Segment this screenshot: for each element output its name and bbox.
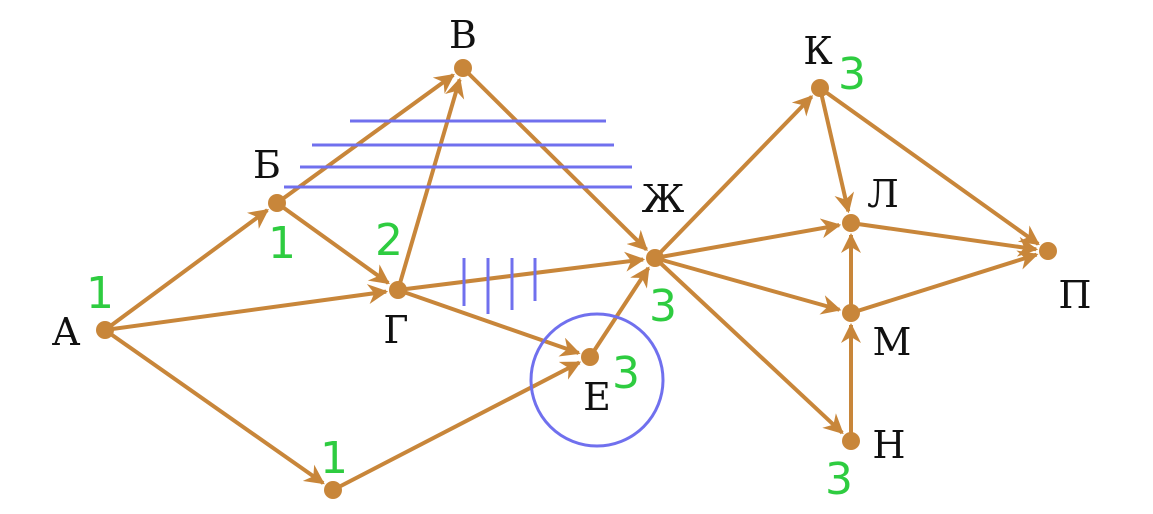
edges-layer xyxy=(103,66,1040,492)
path-count-g: 2 xyxy=(375,215,403,266)
edge-b-v xyxy=(275,73,455,205)
path-count-b: 1 xyxy=(268,218,296,269)
path-count-a: 1 xyxy=(86,268,114,319)
edge-zh-l xyxy=(654,218,842,260)
node-e xyxy=(581,348,599,366)
node-label-k: К xyxy=(803,29,832,73)
edge-l-p xyxy=(850,221,1039,257)
edge-k-l xyxy=(818,87,855,214)
node-label-m: М xyxy=(873,320,912,364)
path-count-k: 3 xyxy=(838,49,866,100)
edge-d-e xyxy=(332,360,582,492)
edge-a-b xyxy=(103,208,269,332)
edge-b-g xyxy=(275,201,390,285)
edge-v-zh xyxy=(461,66,648,251)
edge-zh-m xyxy=(654,256,842,315)
edge-m-p xyxy=(850,250,1039,315)
node-zh xyxy=(646,249,664,267)
node-k xyxy=(811,79,829,97)
edge-a-g xyxy=(104,284,389,332)
node-m xyxy=(842,304,860,322)
edge-e-zh xyxy=(588,266,651,359)
edge-g-v xyxy=(396,77,465,291)
node-a xyxy=(96,321,114,339)
edge-a-d xyxy=(103,328,325,485)
path-count-e: 3 xyxy=(612,348,640,399)
node-p xyxy=(1039,242,1057,260)
edge-zh-n xyxy=(653,256,844,435)
node-label-n: Н xyxy=(872,423,905,467)
path-count-n: 3 xyxy=(825,454,853,505)
node-label-b: Б xyxy=(253,143,281,187)
edge-g-e xyxy=(397,288,581,357)
node-n xyxy=(842,432,860,450)
edge-zh-k xyxy=(653,95,814,260)
node-g xyxy=(389,281,407,299)
node-label-v: В xyxy=(449,13,477,57)
node-label-g: Г xyxy=(383,308,408,352)
node-l xyxy=(842,214,860,232)
cross-out-marks-layer xyxy=(284,119,665,448)
node-d xyxy=(324,481,342,499)
node-label-p: П xyxy=(1058,273,1091,317)
nodes-layer xyxy=(96,59,1057,499)
node-label-e: Е xyxy=(583,375,611,419)
path-count-zh: 3 xyxy=(649,281,677,332)
node-b xyxy=(268,194,286,212)
edge-k-p xyxy=(818,86,1040,246)
node-label-zh: Ж xyxy=(642,177,685,221)
node-v xyxy=(454,59,472,77)
node-label-l: Л xyxy=(867,172,899,216)
edge-g-zh xyxy=(397,251,646,292)
node-label-a: А xyxy=(52,310,81,354)
highlight-circle-e xyxy=(529,312,665,448)
path-count-d: 1 xyxy=(320,433,348,484)
